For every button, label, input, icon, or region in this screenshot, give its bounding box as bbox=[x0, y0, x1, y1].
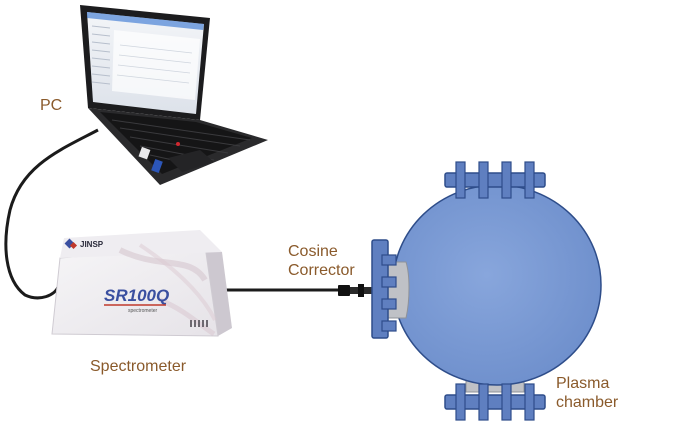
plasma-chamber bbox=[371, 161, 602, 421]
label-plasma-line2: chamber bbox=[556, 394, 619, 411]
usb-cable bbox=[4, 128, 99, 300]
spectrometer-device: JINSP SR100Q spectrometer bbox=[51, 230, 232, 337]
label-plasma-chamber: Plasma chamber bbox=[556, 374, 618, 412]
label-cosine-line1: Cosine bbox=[288, 243, 338, 260]
side-flange bbox=[371, 239, 397, 339]
laptop-icon bbox=[80, 5, 268, 185]
model-text: SR100Q bbox=[104, 286, 169, 305]
vent-grille bbox=[190, 320, 208, 327]
brand-text: JINSP bbox=[80, 240, 104, 249]
top-flange bbox=[444, 161, 546, 199]
label-pc: PC bbox=[40, 97, 63, 114]
label-cosine-corrector: Cosine Corrector bbox=[288, 242, 355, 280]
bottom-flange bbox=[444, 383, 546, 421]
label-plasma-line1: Plasma bbox=[556, 375, 610, 392]
jinsp-logo bbox=[64, 238, 78, 250]
cosine-corrector-probe bbox=[338, 284, 374, 297]
model-subtitle: spectrometer bbox=[128, 308, 158, 314]
label-cosine-line2: Corrector bbox=[288, 262, 355, 279]
label-spectrometer: Spectrometer bbox=[90, 358, 187, 375]
chamber-body bbox=[392, 184, 602, 386]
